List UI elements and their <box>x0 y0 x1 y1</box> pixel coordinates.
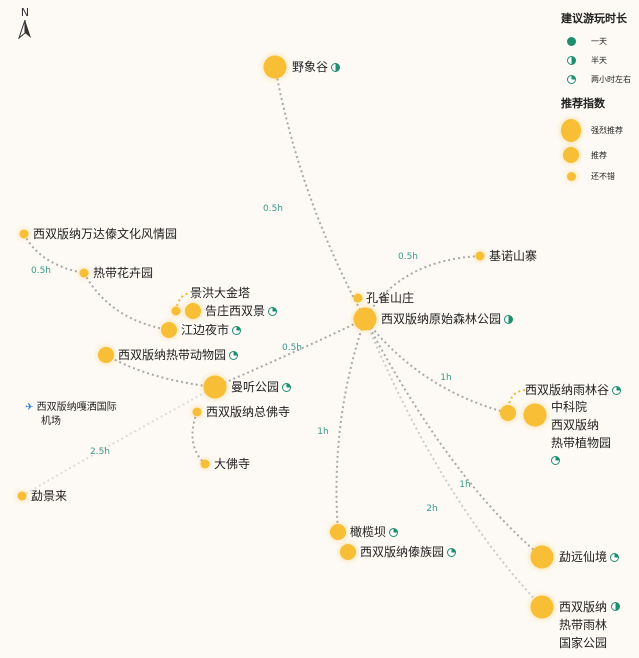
travel-time: 0.5h <box>30 266 52 276</box>
place-dot[interactable] <box>523 403 547 427</box>
place-jinuo[interactable]: 基诺山寨 <box>489 249 538 263</box>
place-dot[interactable] <box>17 491 27 501</box>
legend: 建议游玩时长 一天 半天 两小时左右 推荐指数 强烈推荐 推荐 还不错 <box>561 12 631 181</box>
clock-half-icon <box>504 314 514 324</box>
place-guojia[interactable]: 西双版纳 热带雨林国家公园 <box>559 598 620 652</box>
route-senlin-mengyuan <box>364 318 543 558</box>
place-dot[interactable] <box>530 595 554 619</box>
route-senlin-guojia <box>364 318 543 608</box>
place-dot[interactable] <box>353 307 377 331</box>
route-senlin-yexianggu <box>274 66 366 320</box>
place-dot[interactable] <box>185 303 201 319</box>
place-jinta[interactable]: 景洪大金塔 <box>190 286 251 300</box>
place-dot[interactable] <box>263 55 287 79</box>
place-dot[interactable] <box>98 347 114 363</box>
route-senlin-jinuo <box>364 255 481 320</box>
place-huahui[interactable]: 热带花卉园 <box>93 266 154 280</box>
travel-time: 2h <box>426 504 438 514</box>
legend-duration-title: 建议游玩时长 <box>561 12 627 25</box>
route-huahui-jiangbian <box>83 272 170 331</box>
clock-quarter-icon <box>282 382 292 392</box>
clock-quarter-icon <box>268 306 278 316</box>
place-dot[interactable] <box>19 229 29 239</box>
clock-quarter-icon <box>610 552 620 562</box>
travel-time: 0.5h <box>262 204 284 214</box>
place-dot[interactable] <box>500 405 516 421</box>
place-airport[interactable]: ✈ 西双版纳嘎洒国际机场 <box>25 402 117 427</box>
place-dot[interactable] <box>475 251 485 261</box>
place-dot[interactable] <box>530 545 554 569</box>
clock-quarter-icon <box>566 75 576 84</box>
place-wanda[interactable]: 西双版纳万达傣文化风情园 <box>33 227 178 241</box>
travel-time: 1h <box>440 373 452 383</box>
place-ganlanba[interactable]: 橄榄坝 <box>350 523 399 541</box>
travel-time: 0.5h <box>397 252 419 262</box>
place-dongwuyuan[interactable]: 西双版纳热带动物园 <box>118 346 239 364</box>
travel-time: 2.5h <box>89 447 111 457</box>
place-jiangbian[interactable]: 江边夜市 <box>181 321 242 339</box>
place-dot[interactable] <box>203 375 227 399</box>
route-senlin-ganlanba <box>335 318 366 533</box>
place-yexianggu[interactable]: 野象谷 <box>292 58 341 76</box>
place-dot[interactable] <box>192 407 202 417</box>
clock-quarter-icon <box>612 385 622 395</box>
route-senlin-zhiwuyuan <box>364 318 509 414</box>
place-dot[interactable] <box>340 544 356 560</box>
route-zongfosi-dafosi <box>191 411 206 465</box>
clock-quarter-icon <box>551 456 560 465</box>
place-daizuyuan[interactable]: 西双版纳傣族园 <box>360 543 457 561</box>
place-dot[interactable] <box>161 322 177 338</box>
travel-time: 1h <box>317 427 329 437</box>
compass-arrow-icon <box>17 19 31 40</box>
place-gaozhuang[interactable]: 告庄西双景 <box>205 302 278 320</box>
place-mengjinglai[interactable]: 勐景来 <box>31 489 68 503</box>
place-dot[interactable] <box>171 306 181 316</box>
place-dot[interactable] <box>353 293 363 303</box>
clock-half-icon <box>566 56 576 65</box>
place-dot[interactable] <box>200 459 210 469</box>
clock-half-icon <box>610 602 620 611</box>
travel-time: 0.5h <box>281 343 303 353</box>
place-dafosi[interactable]: 大佛寺 <box>214 457 251 471</box>
clock-half-icon <box>331 62 341 72</box>
place-dot[interactable] <box>330 524 346 540</box>
clock-quarter-icon <box>229 350 239 360</box>
place-manting[interactable]: 曼听公园 <box>231 378 292 396</box>
route-dongwuyuan-manting <box>105 354 216 388</box>
place-zhiwuyuan[interactable]: 中科院西双版纳热带植物园 <box>551 398 611 470</box>
place-yulingu[interactable]: 西双版纳雨林谷 <box>525 381 622 399</box>
legend-rating-title: 推荐指数 <box>561 97 605 110</box>
clock-quarter-icon <box>232 325 242 335</box>
place-zongfosi[interactable]: 西双版纳总佛寺 <box>206 405 291 419</box>
route-manting-mengjinglai <box>21 386 216 497</box>
route-wanda-huahui <box>23 233 85 274</box>
airplane-icon: ✈ <box>25 402 34 413</box>
place-senlin[interactable]: 西双版纳原始森林公园 <box>381 310 514 328</box>
place-mengyuan[interactable]: 勐远仙境 <box>559 548 620 566</box>
place-dot[interactable] <box>79 268 89 278</box>
travel-time: 1h <box>459 480 471 490</box>
place-kongque[interactable]: 孔雀山庄 <box>366 291 415 305</box>
route-manting-senlin <box>214 318 366 388</box>
clock-full-icon <box>566 37 576 46</box>
clock-quarter-icon <box>447 547 457 557</box>
clock-quarter-icon <box>389 527 399 537</box>
north-arrow: N <box>17 6 33 42</box>
